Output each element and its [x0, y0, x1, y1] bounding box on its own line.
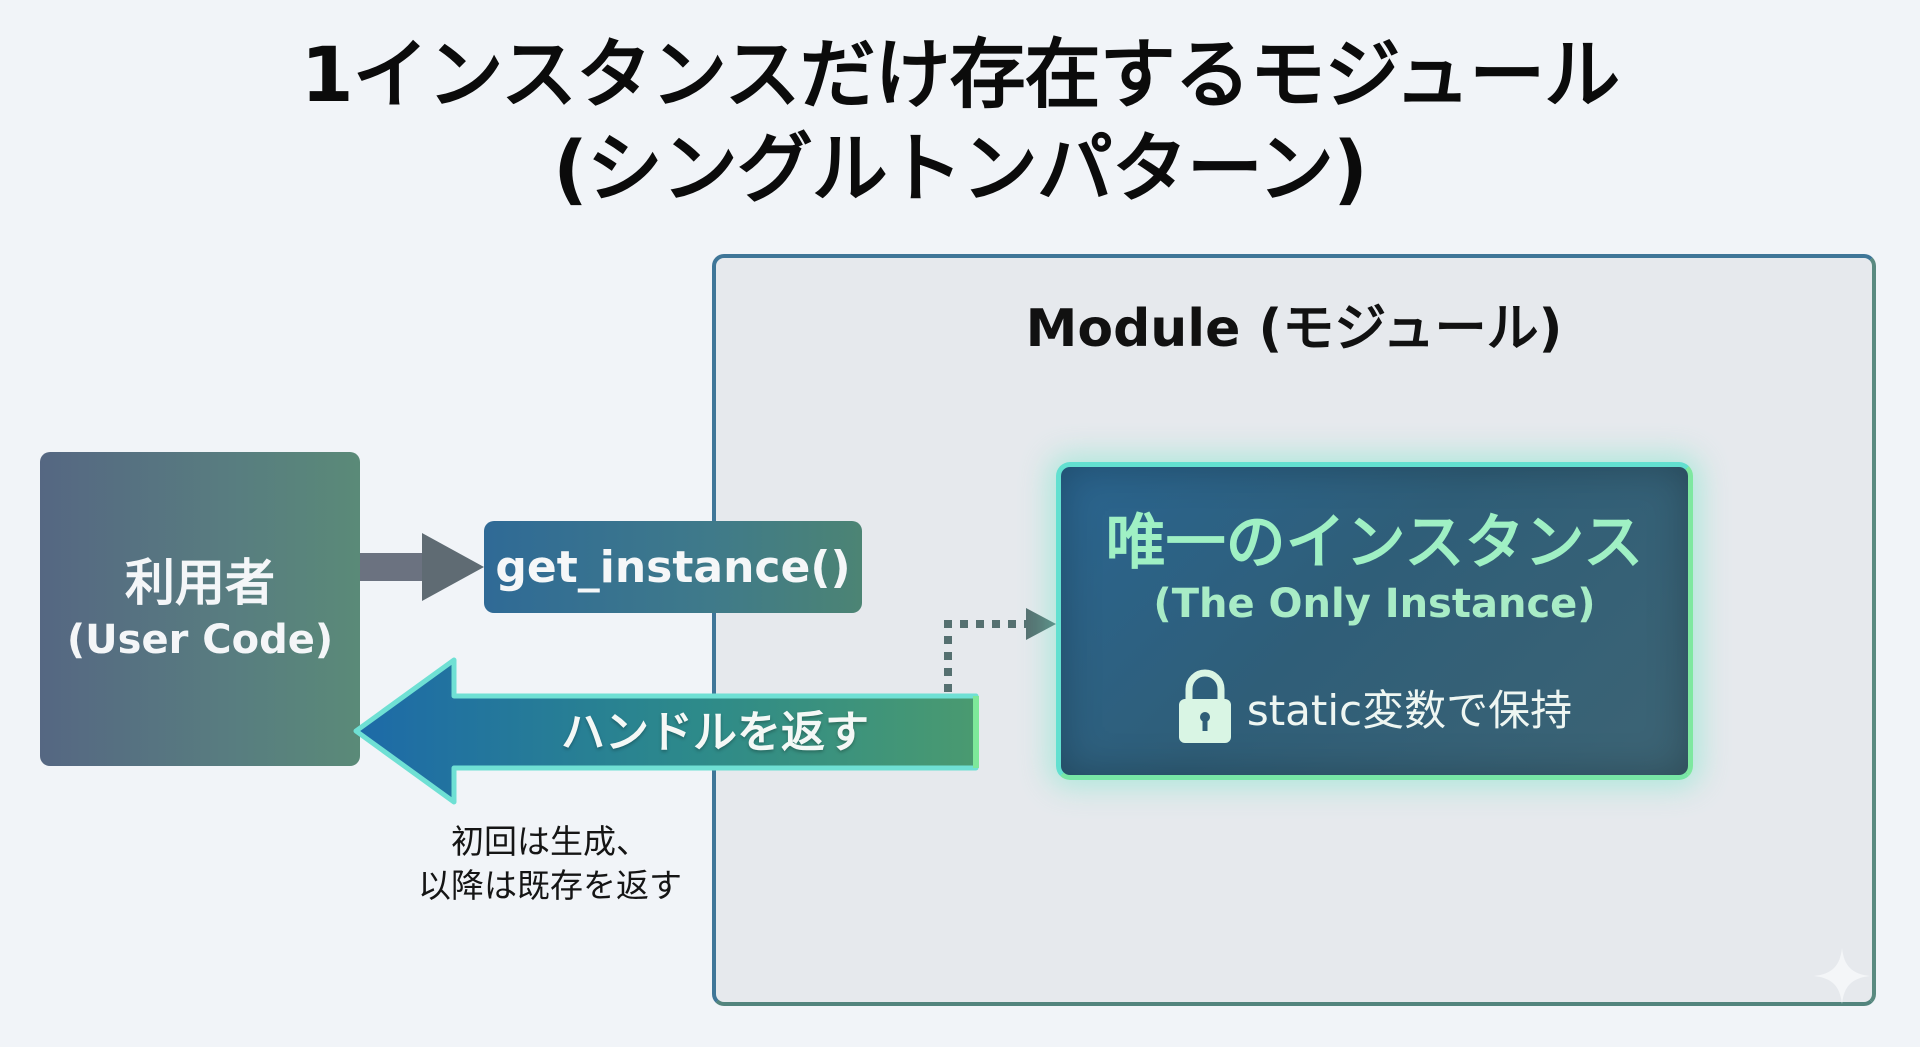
- return-arrow-label: ハンドルを返す: [561, 707, 869, 758]
- dotted-connector-icon: [944, 608, 1056, 692]
- user-code-box: 利用者 (User Code): [40, 452, 360, 766]
- static-storage-row: static変数で保持: [1061, 667, 1688, 747]
- diagram-title: 1インスタンスだけ存在するモジュール (シングルトンパターン): [0, 28, 1920, 216]
- get-instance-box: get_instance(): [484, 521, 862, 613]
- instance-title: 唯一のインスタンス: [1105, 508, 1644, 578]
- static-storage-text: static変数で保持: [1246, 685, 1573, 735]
- user-sublabel: (User Code): [66, 617, 334, 663]
- module-title: Module (モジュール): [1025, 299, 1563, 359]
- method-label: get_instance(): [495, 541, 851, 593]
- title-line-1: 1インスタンスだけ存在するモジュール: [300, 30, 1621, 119]
- title-line-2: (シングルトンパターン): [553, 124, 1368, 213]
- sparkle-icon: [1814, 948, 1870, 1004]
- user-label: 利用者: [125, 554, 275, 612]
- singleton-instance-box: 唯一のインスタンス (The Only Instance) static変数で保…: [1056, 462, 1693, 780]
- note-line-2: 以降は既存を返す: [418, 866, 682, 905]
- return-arrow-icon: [353, 657, 979, 805]
- lock-icon: [1178, 669, 1231, 743]
- instance-subtitle: (The Only Instance): [1153, 581, 1596, 627]
- call-arrow-icon: [360, 533, 484, 601]
- note-line-1: 初回は生成、: [451, 822, 649, 861]
- creation-note: 初回は生成、 以降は既存を返す: [380, 820, 720, 908]
